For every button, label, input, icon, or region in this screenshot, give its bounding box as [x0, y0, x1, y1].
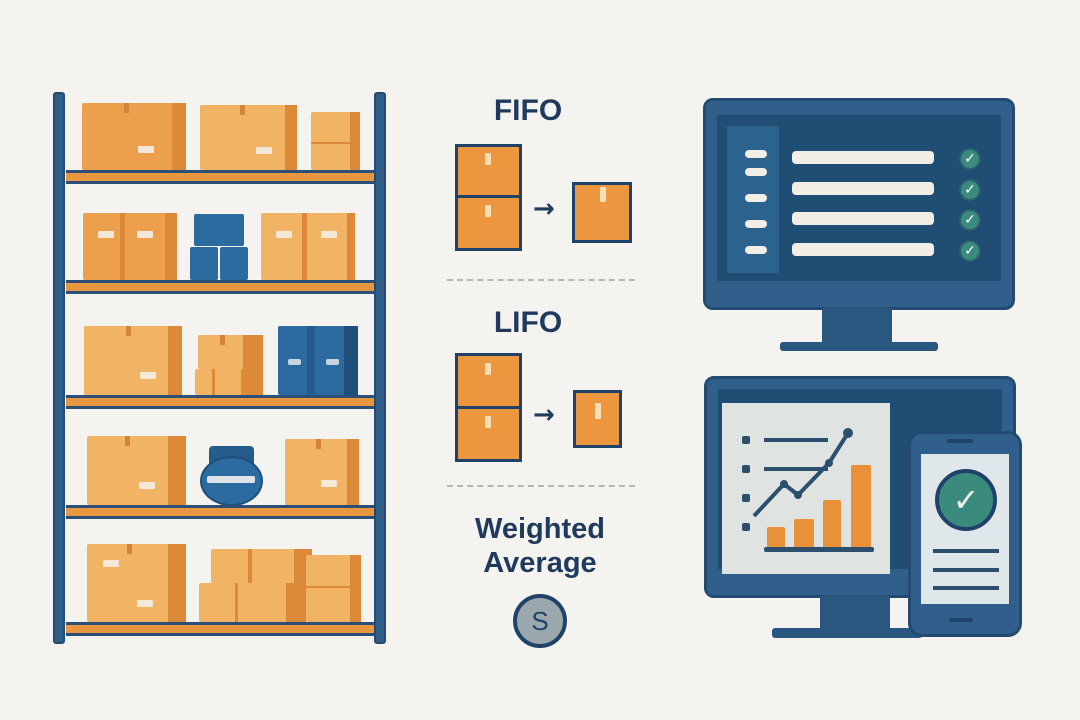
box-icon: [200, 105, 297, 170]
success-check-icon: ✓: [935, 469, 997, 531]
phone-icon: ✓: [908, 431, 1022, 637]
list-row: [792, 243, 934, 256]
blue-crate-icon: [190, 247, 218, 280]
box-icon: [285, 439, 359, 505]
box-icon: [195, 369, 263, 395]
list-row: [792, 212, 934, 225]
box-icon: [83, 213, 177, 280]
box-icon: [87, 544, 186, 622]
shelf-2: [66, 280, 374, 294]
check-icon: ✓: [959, 148, 981, 170]
box-icon: [199, 583, 306, 622]
list-row: [792, 182, 934, 195]
divider: [447, 279, 635, 281]
dollar-coin-icon: S: [513, 594, 567, 648]
check-icon: ✓: [959, 179, 981, 201]
shelf-4: [66, 505, 374, 519]
shelf-post-right: [374, 92, 386, 644]
weighted-average-heading: Weighted Average: [475, 513, 605, 579]
list-row: [792, 151, 934, 164]
monitor-base: [772, 628, 922, 638]
binder-icon: [278, 326, 358, 395]
barrel-icon: [200, 446, 266, 506]
arrow-right-icon: →: [533, 194, 555, 224]
divider: [447, 485, 635, 487]
check-icon: ✓: [959, 240, 981, 262]
box-icon: [84, 326, 182, 395]
chart-panel: [722, 403, 890, 574]
arrow-right-icon: →: [533, 400, 555, 430]
shelf-1: [66, 170, 374, 184]
box-icon: [211, 549, 312, 583]
monitor-stand: [820, 596, 890, 630]
box-icon: [87, 436, 186, 505]
box-icon: [82, 103, 186, 170]
box-icon: [306, 555, 361, 622]
blue-crate-icon: [194, 214, 244, 246]
monitor-base: [780, 342, 938, 351]
box-icon: [261, 213, 355, 280]
bar-chart: [767, 465, 871, 547]
monitor-stand: [822, 308, 892, 344]
box-icon: [311, 112, 360, 170]
fifo-heading: FIFO: [493, 94, 563, 127]
blue-crate-icon: [220, 247, 248, 280]
shelf-post-left: [53, 92, 65, 644]
check-icon: ✓: [959, 209, 981, 231]
box-icon: [198, 335, 263, 369]
lifo-heading: LIFO: [493, 306, 563, 339]
shelf-3: [66, 395, 374, 409]
trend-line-icon: [752, 428, 853, 518]
chart-axis: [764, 547, 874, 552]
shelf-5: [66, 622, 374, 636]
